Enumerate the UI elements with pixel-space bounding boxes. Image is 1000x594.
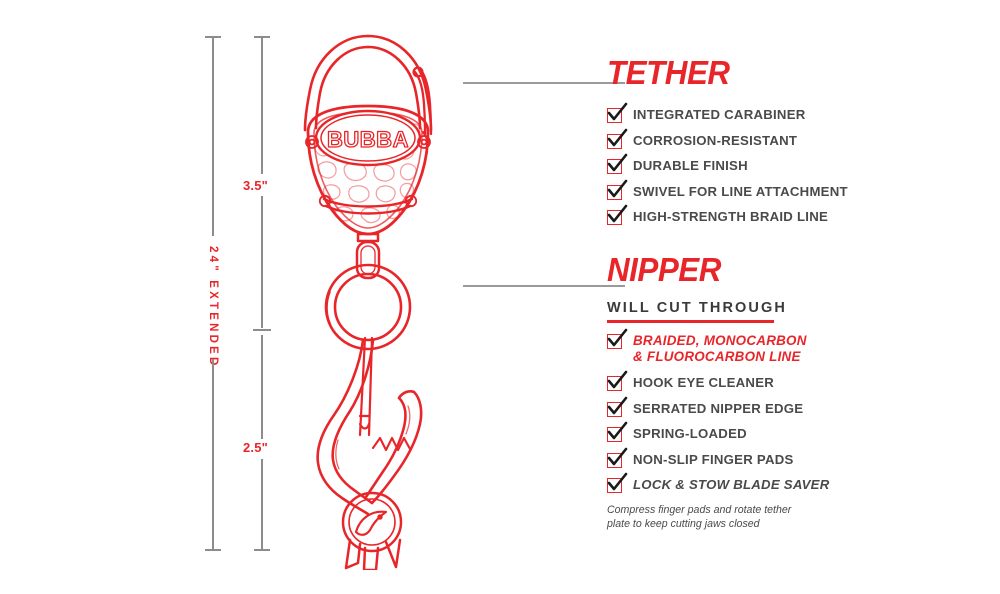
feature-item: NON-SLIP FINGER PADS bbox=[607, 447, 967, 468]
nipper-dimension-label: 2.5" bbox=[243, 440, 269, 455]
tether-lock-plate bbox=[318, 194, 418, 215]
cutting-jaws-icon bbox=[344, 538, 402, 570]
checkbox-icon[interactable] bbox=[607, 328, 628, 349]
badge-rivet-left bbox=[305, 135, 319, 149]
feature-item: INTEGRATED CARABINER bbox=[607, 102, 967, 123]
feature-label: DURABLE FINISH bbox=[633, 158, 748, 173]
feature-label: SPRING-LOADED bbox=[633, 426, 747, 442]
feature-label: CORROSION-RESISTANT bbox=[633, 132, 798, 148]
split-ring-gap bbox=[326, 291, 331, 324]
checkbox-icon[interactable] bbox=[607, 421, 628, 443]
feature-label: INTEGRATED CARABINER bbox=[633, 107, 806, 122]
feature-item: LOCK & STOW BLADE SAVER bbox=[607, 472, 967, 494]
badge-rivet-right bbox=[417, 135, 431, 149]
checkbox-icon[interactable] bbox=[607, 102, 628, 123]
parts-dim-cap-bottom bbox=[254, 549, 270, 551]
leader-line-tether bbox=[463, 82, 625, 84]
feature-label: LOCK & STOW BLADE SAVER bbox=[633, 477, 830, 493]
fish-logo-icon bbox=[354, 510, 388, 536]
nipper-icon bbox=[316, 336, 423, 570]
split-ring-icon bbox=[324, 263, 412, 351]
non-slip-finger-pads bbox=[335, 405, 411, 470]
nipper-pivot-hub bbox=[341, 491, 403, 553]
feature-label: HOOK EYE CLEANER bbox=[633, 375, 775, 391]
feature-item: HOOK EYE CLEANER bbox=[607, 370, 967, 392]
tether-dimension-label: 3.5" bbox=[243, 178, 269, 193]
tether-section-title: TETHER bbox=[607, 54, 730, 91]
features-panel: TETHER INTEGRATED CARABINER CORROSION-RE… bbox=[607, 56, 967, 532]
nipper-subtitle: WILL CUT THROUGH bbox=[607, 300, 787, 316]
dimension-divider-tick bbox=[253, 329, 271, 331]
feature-item: SPRING-LOADED bbox=[607, 421, 967, 443]
checkbox-icon[interactable] bbox=[607, 472, 628, 494]
nipper-section-title: NIPPER bbox=[607, 251, 721, 288]
nipper-feature-list: BRAIDED, MONOCARBON & FLUOROCARBON LINE … bbox=[607, 328, 967, 494]
tether-feature-list: INTEGRATED CARABINER CORROSION-RESISTANT… bbox=[607, 102, 967, 225]
section-tether: TETHER INTEGRATED CARABINER CORROSION-RE… bbox=[607, 56, 967, 225]
feature-item-highlight: BRAIDED, MONOCARBON & FLUOROCARBON LINE bbox=[607, 328, 967, 366]
swivel-connector-icon bbox=[355, 232, 381, 280]
checkbox-icon[interactable] bbox=[607, 396, 628, 417]
nipper-dim-line-lower bbox=[261, 459, 263, 551]
tether-dim-line-upper bbox=[261, 36, 263, 174]
feature-item: HIGH-STRENGTH BRAID LINE bbox=[607, 204, 967, 225]
feature-item: SWIVEL FOR LINE ATTACHMENT bbox=[607, 179, 967, 200]
checkbox-icon[interactable] bbox=[607, 447, 628, 468]
spring-coil-icon bbox=[371, 436, 412, 452]
product-illustration: BUBBA bbox=[303, 34, 433, 570]
highlight-line-2: & FLUOROCARBON LINE bbox=[633, 349, 801, 365]
overall-dim-cap-bottom bbox=[205, 549, 221, 551]
feature-label-highlight: BRAIDED, MONOCARBON & FLUOROCARBON LINE bbox=[633, 333, 807, 366]
checkbox-icon[interactable] bbox=[607, 204, 628, 225]
checkbox-icon[interactable] bbox=[607, 128, 628, 149]
overall-dim-line-lower bbox=[212, 359, 214, 551]
overall-dim-line-upper bbox=[212, 36, 214, 236]
feature-item: CORROSION-RESISTANT bbox=[607, 128, 967, 149]
highlight-line-1: BRAIDED, MONOCARBON bbox=[633, 332, 807, 348]
feature-label: NON-SLIP FINGER PADS bbox=[633, 451, 794, 467]
feature-item: DURABLE FINISH bbox=[607, 153, 967, 174]
brand-wordmark: BUBBA bbox=[327, 127, 409, 152]
feature-label: SERRATED NIPPER EDGE bbox=[633, 400, 804, 416]
nipper-footnote: Compress finger pads and rotate tether p… bbox=[607, 503, 792, 531]
checkbox-icon[interactable] bbox=[607, 153, 628, 174]
feature-label: HIGH-STRENGTH BRAID LINE bbox=[633, 209, 829, 224]
tether-dim-line-lower bbox=[261, 196, 263, 328]
feature-item: SERRATED NIPPER EDGE bbox=[607, 396, 967, 417]
nipper-dim-line-upper bbox=[261, 335, 263, 439]
checkbox-icon[interactable] bbox=[607, 179, 628, 200]
hook-eye-cleaner-pick bbox=[358, 336, 374, 437]
overall-dimension-label: 24" EXTENDED bbox=[207, 246, 219, 369]
nipper-subtitle-rule bbox=[607, 320, 774, 323]
section-nipper: NIPPER WILL CUT THROUGH BRAIDED, MONOCAR… bbox=[607, 253, 967, 532]
tether-housing bbox=[306, 104, 430, 236]
leader-line-nipper bbox=[463, 285, 625, 287]
checkbox-icon[interactable] bbox=[607, 370, 628, 392]
feature-label: SWIVEL FOR LINE ATTACHMENT bbox=[633, 183, 848, 199]
